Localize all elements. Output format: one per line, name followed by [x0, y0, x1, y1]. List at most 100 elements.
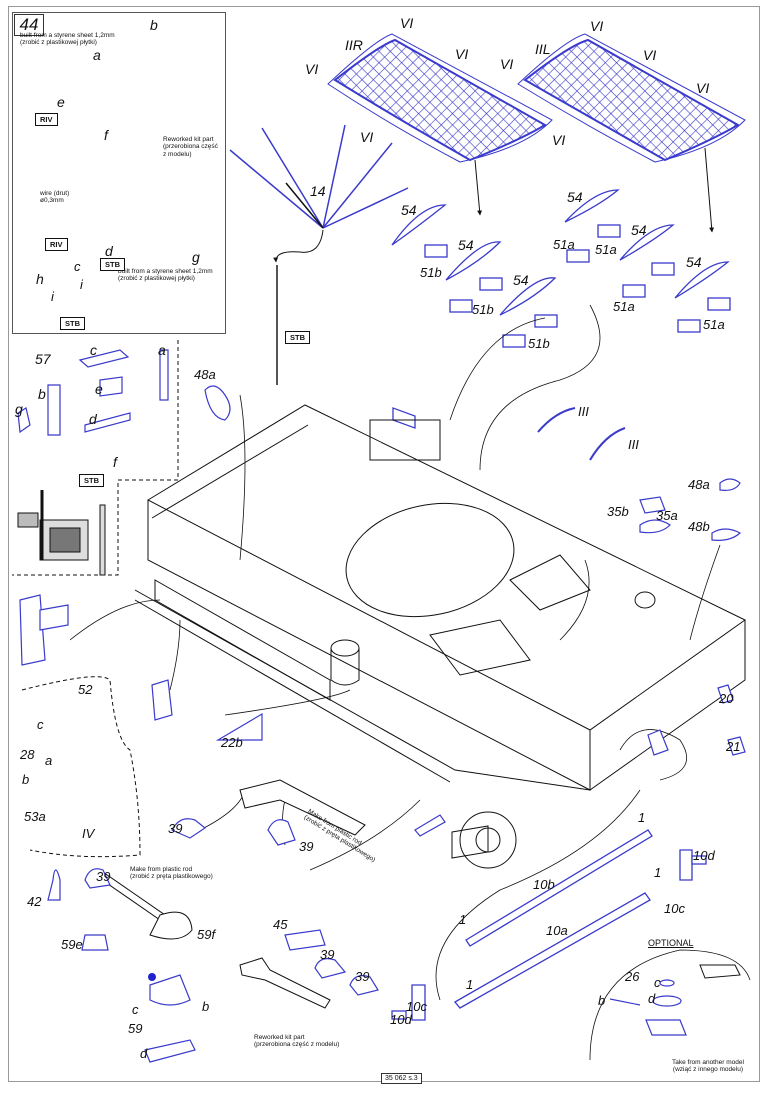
part-label-c: c: [654, 975, 661, 990]
part-label-48b: 48b: [688, 519, 710, 534]
net-iil: [517, 33, 746, 163]
part-label-42: 42: [27, 894, 42, 909]
part-label-10a: 10a: [546, 923, 568, 938]
net-label-iil: IIL: [535, 41, 551, 57]
step-number: 44: [14, 14, 44, 36]
part-label-a: a: [158, 342, 166, 358]
part-label-c: c: [132, 1002, 139, 1017]
box-stb: STB: [60, 317, 85, 330]
part-label-d: d: [105, 243, 113, 259]
part-label-54: 54: [631, 222, 647, 238]
part-label-10c: 10c: [664, 901, 685, 916]
part-label-59f: 59f: [197, 927, 216, 942]
part-label-21: 21: [726, 739, 741, 754]
part-label-a: a: [93, 47, 101, 63]
part-label-51b: 51b: [472, 302, 494, 317]
step57-side-view: [17, 490, 106, 576]
note-reworked-kit-part: Reworked kit part (przerobiona część z m…: [254, 1034, 339, 1049]
note-line: (przerobiona część: [163, 143, 218, 151]
part-label-26: 26: [625, 969, 640, 984]
part-label-e: e: [57, 94, 65, 110]
part-label-45: 45: [273, 917, 288, 932]
part-label-52: 52: [78, 682, 93, 697]
box-stb: STB: [285, 331, 310, 344]
part-label-10b: 10b: [533, 877, 555, 892]
part-label-a: a: [45, 753, 53, 768]
part-label-d: d: [140, 1046, 148, 1061]
strip-label-iii: III: [578, 404, 589, 419]
note-line: ø0,3mm: [40, 197, 64, 205]
fastener-vi: VI: [360, 129, 374, 145]
note-styrene-top: built from a styrene sheet 1,2mm (zrobić…: [20, 32, 115, 47]
fastener-vi: VI: [500, 56, 514, 72]
part-label-i: i: [51, 289, 54, 304]
part-label-39: 39: [168, 821, 183, 836]
part-label-54: 54: [401, 202, 417, 218]
part-label-28: 28: [20, 747, 35, 762]
note-styrene-bottom: built from a styrene sheet 1,2mm (zrobić…: [118, 268, 213, 283]
part-label-39: 39: [96, 869, 111, 884]
strip-label-iii: III: [628, 437, 639, 452]
part-label-d: d: [648, 991, 656, 1006]
note-line: wire (drut): [40, 190, 70, 197]
part-label-51a: 51a: [613, 299, 635, 314]
assembled-bracket: [19, 594, 173, 721]
part-label-39: 39: [299, 839, 314, 854]
part-label-53a: 53a: [24, 809, 46, 824]
part-label-d: d: [89, 411, 97, 427]
part-label-59: 59: [128, 1021, 143, 1036]
part-label-1: 1: [654, 865, 662, 880]
box-riv: RIV: [45, 238, 68, 251]
note-line: Reworked kit part: [163, 136, 214, 143]
part-label-39: 39: [355, 969, 370, 984]
part-label-1: 1: [466, 977, 474, 992]
fastener-vi: VI: [400, 15, 414, 31]
box-stb: STB: [100, 258, 125, 271]
part-label-i: i: [80, 277, 83, 292]
part-label-51a: 51a: [703, 317, 725, 332]
part-label-10d: 10d: [390, 1012, 412, 1027]
step44-panel: 44: [12, 12, 226, 334]
part-label-f: f: [104, 127, 108, 143]
part-label-b: b: [202, 999, 210, 1014]
part-label-51b: 51b: [420, 265, 442, 280]
part-label-h: h: [36, 271, 44, 287]
part-label-b: b: [22, 772, 30, 787]
part-label-1: 1: [459, 912, 467, 927]
tank-hull: [134, 404, 746, 869]
note-wire: wire (drut) ø0,3mm: [40, 190, 69, 205]
blue-dot: [148, 973, 156, 981]
part-label-51a: 51a: [553, 237, 575, 252]
part-label-22b: 22b: [221, 735, 243, 750]
part-label-c: c: [90, 342, 97, 358]
part-label-20: 20: [719, 691, 734, 706]
part-label-54: 54: [513, 272, 529, 288]
fender-parts: [391, 189, 731, 429]
part-label-c: c: [37, 717, 44, 732]
note-line: z modelu): [163, 150, 192, 158]
part-label-39: 39: [320, 947, 335, 962]
note-line: (przerobiona część z modelu): [254, 1041, 340, 1049]
note-line: Reworked kit part: [254, 1034, 305, 1041]
page-reference: 35 062 s.3: [381, 1073, 422, 1084]
note-line: (zrobić z plastikowej płytki): [20, 39, 97, 47]
net-label-iir: IIR: [345, 37, 363, 53]
note-take-from-another-model: Take from another model (wziąć z innego …: [672, 1059, 744, 1074]
note-plastic-rod-left: Make from plastic rod (zrobić z pręta pl…: [130, 866, 213, 881]
note-line: (zrobić z plastikowej płytki): [118, 275, 195, 283]
fastener-vi: VI: [305, 61, 319, 77]
part-label-c: c: [74, 259, 81, 274]
step57-parts: [17, 349, 231, 436]
antenna-label: 14: [310, 183, 326, 199]
note-line: built from a styrene sheet 1,2mm: [20, 32, 115, 39]
part-label-35b: 35b: [607, 504, 629, 519]
part-label-b: b: [38, 386, 46, 402]
antenna-bundle: [229, 124, 409, 229]
tools-parts: [94, 779, 366, 1009]
part-label-b: b: [150, 17, 158, 33]
part-label-g: g: [15, 401, 23, 417]
part-label-48a: 48a: [688, 477, 710, 492]
part-label-g: g: [192, 249, 200, 265]
blue-tool-parts: [47, 478, 746, 1063]
